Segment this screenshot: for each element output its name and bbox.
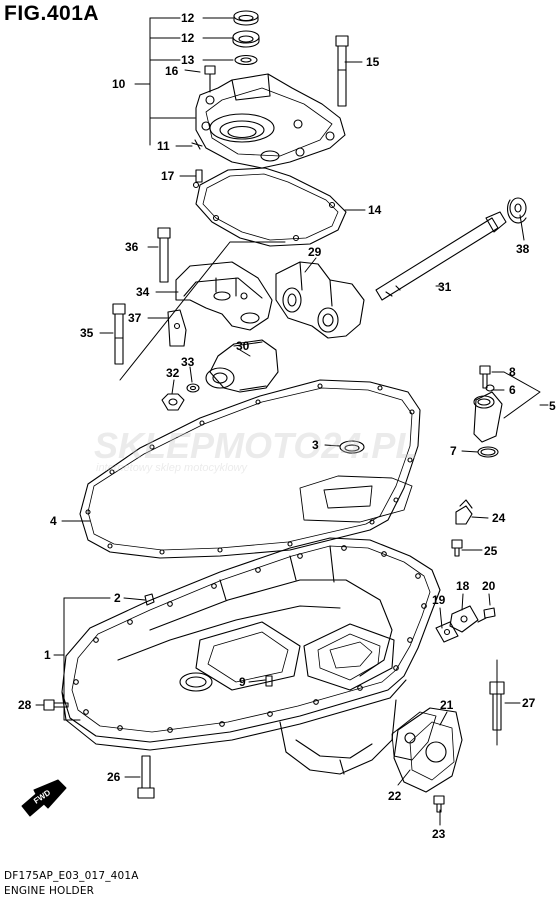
callout-3: 3 xyxy=(312,438,319,452)
callout-33: 33 xyxy=(181,355,195,369)
callout-31: 31 xyxy=(438,280,452,294)
figure-title: FIG.401A xyxy=(4,2,100,25)
callout-37: 37 xyxy=(128,311,142,325)
callout-34: 34 xyxy=(136,285,150,299)
callout-7: 7 xyxy=(450,444,457,458)
watermark-tagline: internetowy sklep motocyklowy xyxy=(96,462,249,474)
callout-13: 13 xyxy=(181,53,195,67)
callout-26: 26 xyxy=(107,770,121,784)
callout-20: 20 xyxy=(482,579,496,593)
callout-11: 11 xyxy=(157,139,170,153)
holder-bolts xyxy=(43,681,505,799)
callout-29: 29 xyxy=(308,245,322,259)
figure-caption: ENGINE HOLDER xyxy=(4,885,95,897)
engine-holder-gasket xyxy=(79,379,421,559)
callout-27: 27 xyxy=(522,696,536,710)
callout-24: 24 xyxy=(492,511,506,525)
callout-5: 5 xyxy=(549,399,556,413)
callout-12: 12 xyxy=(181,31,195,45)
callout-25: 25 xyxy=(484,544,498,558)
watermark: SKLEPMOTO24.PL internetowy sklep motocyk… xyxy=(94,425,417,474)
callout-38: 38 xyxy=(516,242,530,256)
left-mount-assembly xyxy=(112,227,279,411)
callout-6: 6 xyxy=(509,383,516,397)
callout-32: 32 xyxy=(166,366,180,380)
callout-9: 9 xyxy=(239,675,246,689)
callout-10: 10 xyxy=(112,77,126,91)
callout-16: 16 xyxy=(165,64,179,78)
callout-19: 19 xyxy=(432,593,446,607)
water-outlet-assembly xyxy=(473,365,503,458)
callout-30: 30 xyxy=(236,339,250,353)
callout-1: 1 xyxy=(44,648,51,662)
callout-15: 15 xyxy=(366,55,380,69)
callout-14: 14 xyxy=(368,203,382,217)
callout-4: 4 xyxy=(50,514,57,528)
callout-8: 8 xyxy=(509,365,516,379)
engine-holder-pan xyxy=(61,537,441,775)
cover-gasket xyxy=(192,167,347,247)
callout-22: 22 xyxy=(388,789,402,803)
watermark-brand: SKLEPMOTO24.PL xyxy=(94,425,417,466)
callout-17: 17 xyxy=(161,169,175,183)
callout-23: 23 xyxy=(432,827,446,841)
leader-lines xyxy=(35,17,549,826)
callout-12: 12 xyxy=(181,11,195,25)
side-cover-assembly xyxy=(391,707,463,813)
callout-28: 28 xyxy=(18,698,32,712)
figure-code: DF175AP_E03_017_401A xyxy=(4,870,139,882)
callout-21: 21 xyxy=(440,698,454,712)
fwd-arrow-icon xyxy=(21,779,67,817)
callout-2: 2 xyxy=(114,591,121,605)
sensor-fittings xyxy=(144,499,496,643)
callout-36: 36 xyxy=(125,240,139,254)
callout-35: 35 xyxy=(80,326,94,340)
right-mount-assembly xyxy=(275,197,527,339)
callout-18: 18 xyxy=(456,579,470,593)
top-cover-assembly xyxy=(191,10,349,169)
